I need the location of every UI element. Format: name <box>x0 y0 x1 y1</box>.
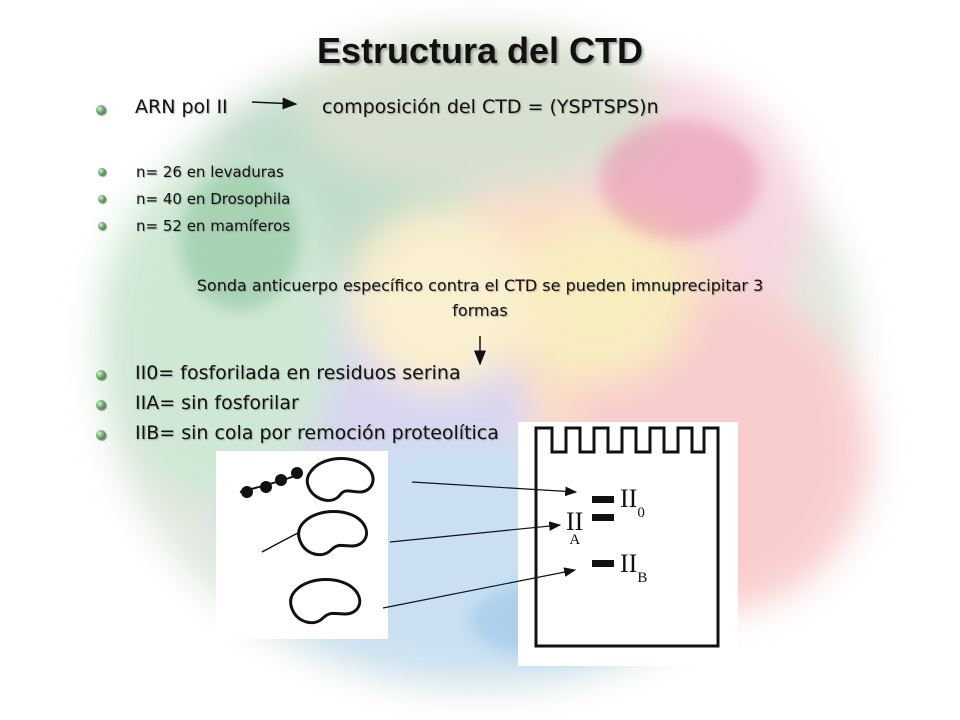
ctd-composition-text: composición del CTD = (YSPTSPS)n <box>322 96 659 118</box>
n-item-drosophila: n= 40 en Drosophila <box>136 190 291 208</box>
gel-outline <box>534 426 720 648</box>
bullet-icon <box>98 222 106 230</box>
arrow-to-iia <box>389 521 562 543</box>
arrow-to-ii0 <box>411 481 578 497</box>
form-iib: IIB= sin cola por remoción proteolítica <box>135 422 499 444</box>
gel-panel <box>518 422 738 666</box>
gel-label-ii0: II0 <box>620 484 645 521</box>
arn-pol-label: ARN pol II <box>135 96 228 118</box>
polymerase-cleaved-shape <box>289 578 362 625</box>
sonda-text-line1: Sonda anticuerpo específico contra el CT… <box>196 276 764 295</box>
gel-label-iib: IIB <box>620 549 647 586</box>
sonda-text-line2: formas <box>452 301 508 320</box>
phosphate-bead <box>291 467 303 479</box>
bullet-icon <box>98 168 106 176</box>
gel-band-iia <box>592 514 614 521</box>
polymerase-unphosphorylated-shape <box>261 510 368 557</box>
bullet-icon <box>96 370 106 380</box>
slide-title: Estructura del CTD <box>316 30 644 71</box>
gel-band-ii0 <box>592 496 614 503</box>
gel-band-iib <box>592 560 614 567</box>
bullet-icon <box>96 400 106 410</box>
n-item-yeast: n= 26 en levaduras <box>136 163 284 181</box>
phosphate-bead <box>260 481 272 493</box>
polymerase-phosphorylated-shape <box>239 457 375 502</box>
phosphate-bead <box>241 486 253 498</box>
arrow-to-iib <box>382 567 577 609</box>
form-iia: IIA= sin fosforilar <box>135 392 299 414</box>
bullet-icon <box>96 105 106 115</box>
bullet-icon <box>98 195 106 203</box>
form-ii0: II0= fosforilada en residuos serina <box>135 362 461 384</box>
phosphate-bead <box>275 474 287 486</box>
n-item-mammals: n= 52 en mamíferos <box>136 217 291 235</box>
bullet-icon <box>96 430 106 440</box>
